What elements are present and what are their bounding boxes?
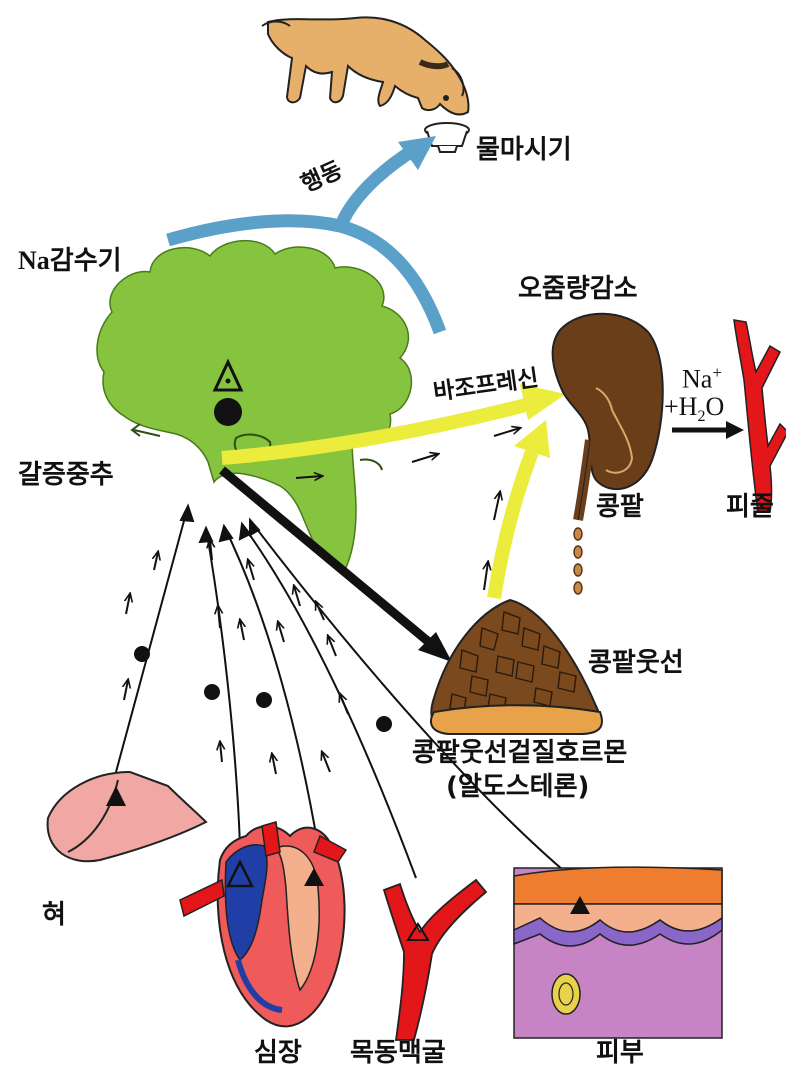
dog-drinking-illustration — [262, 17, 468, 114]
label-urine-decrease: 오줌량감소 — [518, 276, 638, 302]
pathway-direction-arrows — [124, 540, 348, 774]
label-hormone: 콩팥웃선겉질호르몬 — [412, 740, 627, 766]
label-na-ion: Na+ — [682, 364, 722, 393]
tongue-illustration — [48, 772, 206, 861]
water-plus: + — [664, 392, 679, 421]
brain-illustration — [97, 241, 411, 572]
water-h: H — [679, 392, 698, 421]
label-heart: 심장 — [254, 1040, 302, 1066]
skin-illustration — [514, 867, 722, 1038]
label-kidney: 콩팥 — [596, 494, 644, 520]
water-o: O — [705, 392, 724, 421]
label-skin: 피부 — [596, 1040, 644, 1066]
label-aldosterone: (알도스테론) — [446, 774, 589, 800]
na-symbol: Na — [682, 365, 712, 394]
carotid-sinus-illustration — [384, 880, 486, 1040]
na-charge: + — [712, 363, 722, 382]
neuron-dots — [134, 646, 392, 732]
label-water: +H2O — [664, 394, 724, 425]
kidney-illustration — [553, 314, 663, 520]
label-carotid: 목동맥굴 — [350, 1040, 446, 1066]
label-drinking: 물마시기 — [476, 137, 572, 163]
heart-illustration — [180, 822, 346, 1026]
label-tongue: 혀 — [42, 902, 66, 928]
urine-drops — [574, 528, 582, 594]
blood-vessel-illustration — [734, 320, 786, 512]
label-blood-vessel: 피줄 — [726, 494, 774, 520]
label-thirst-center: 갈증중추 — [18, 462, 114, 488]
label-adrenal: 콩팥웃선 — [588, 650, 684, 676]
adrenal-gland-illustration — [431, 600, 602, 734]
label-na-sensor: Na감수기 — [18, 248, 122, 274]
